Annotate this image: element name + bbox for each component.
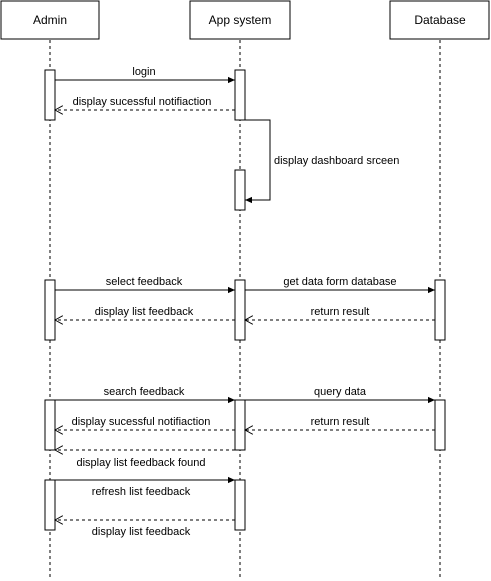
participant-admin-box xyxy=(0,0,100,40)
participant-admin-label: Admin xyxy=(33,13,67,27)
participant-app-system: App system xyxy=(189,0,291,40)
database-activation-2 xyxy=(434,399,446,451)
database-activation-1 xyxy=(434,279,446,341)
dashboard-self-arrow xyxy=(245,119,271,204)
found-reply-label: display list feedback found xyxy=(76,457,205,469)
return-result-1-label: return result xyxy=(311,306,370,318)
admin-activation-4 xyxy=(44,479,56,531)
dashboard-label: display dashboard srceen xyxy=(274,155,399,167)
participant-database-box xyxy=(389,0,490,40)
admin-activation-2 xyxy=(44,279,56,341)
search-feedback-label: search feedback xyxy=(104,386,185,398)
search-reply-label: display sucessful notifiaction xyxy=(72,416,211,428)
app-activation-5 xyxy=(234,479,246,531)
get-data-label: get data form database xyxy=(283,276,396,288)
participant-app-system-label: App system xyxy=(209,13,272,27)
refresh-label: refresh list feedback xyxy=(92,486,191,498)
login-label: login xyxy=(132,66,155,78)
select-feedback-label: select feedback xyxy=(106,276,183,288)
display-list-1-label: display list feedback xyxy=(95,306,194,318)
display-list-2-label: display list feedback xyxy=(92,526,191,538)
app-activation-3 xyxy=(234,279,246,341)
admin-activation-3 xyxy=(44,399,56,451)
return-result-2-label: return result xyxy=(311,416,370,428)
query-data-label: query data xyxy=(314,386,367,398)
app-activation-1 xyxy=(234,69,246,121)
participant-app-system-box xyxy=(189,0,291,40)
participant-database: Database xyxy=(389,0,490,40)
app-activation-4 xyxy=(234,399,246,451)
admin-activation-1 xyxy=(44,69,56,121)
participant-database-label: Database xyxy=(414,13,466,27)
participant-admin: Admin xyxy=(0,0,100,40)
login-reply-label: display sucessful notifiaction xyxy=(73,96,212,108)
app-activation-2 xyxy=(234,169,246,211)
